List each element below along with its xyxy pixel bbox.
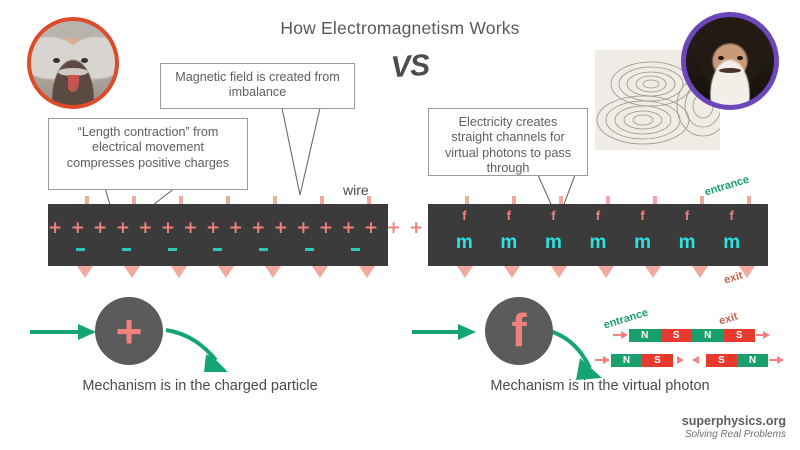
magnet-pole: N (629, 329, 661, 342)
magnet-flow-line (769, 359, 779, 361)
incoming-arrow-head (458, 324, 476, 340)
field-arrow-head (312, 266, 328, 278)
magnet-diagram-group: entrance exit N S N S N S S N (595, 307, 795, 376)
eye-right-shape (737, 55, 744, 60)
field-glyph: f (640, 208, 645, 223)
magnet-flow-arrow-right (621, 331, 628, 339)
magnet-flow-line (756, 334, 764, 336)
vortex-svg (596, 61, 720, 145)
charged-particle-circle: + (95, 297, 163, 365)
field-glyph: f (551, 208, 556, 223)
left-particle-arrows (30, 324, 228, 372)
magnet-pole: S (706, 354, 737, 367)
negative-charge-mark (76, 248, 86, 251)
outgoing-arrow-line (165, 328, 218, 362)
magnet-flow-arrow-right (603, 356, 610, 364)
medium-glyph: m (634, 232, 651, 253)
field-arrow-head (551, 266, 567, 278)
negative-charge-mark (122, 248, 132, 251)
field-arrow-head (504, 266, 520, 278)
wire-entrance-label: entrance (703, 173, 751, 199)
field-arrow-head (265, 266, 281, 278)
page-title: How Electromagnetism Works (280, 18, 520, 38)
virtual-photon-circle: f (485, 297, 553, 365)
particle-glyph: f (511, 304, 527, 357)
magnet-pole: N (692, 329, 724, 342)
footer-site: superphysics.org (681, 414, 786, 428)
field-arrow-head (692, 266, 708, 278)
medium-glyph: m (678, 232, 696, 253)
wire-label: wire (343, 182, 369, 198)
medium-glyph-row: m m m m m m m (428, 232, 768, 254)
field-arrow-head (598, 266, 614, 278)
field-glyph: f (506, 208, 512, 223)
magnet-bar-row2-left: N S (610, 353, 674, 368)
incoming-arrow-head (78, 324, 96, 340)
callout-straight-channels: Electricity creates straight channels fo… (428, 108, 588, 176)
magnet-flow-arrow-right (763, 331, 770, 339)
right-caption: Mechanism is in the virtual photon (490, 378, 710, 394)
field-glyph: f (684, 208, 690, 223)
eye-right-shape (80, 57, 88, 63)
magnet-flow-line (595, 359, 605, 361)
medium-glyph: m (455, 232, 473, 253)
magnet-flow-arrow-right (777, 356, 784, 364)
right-wire-bar: f f f f f f f m m m m m m m (428, 204, 768, 266)
magnet-flow-arrow-left (692, 356, 699, 364)
descartes-portrait (681, 12, 779, 110)
magnet-flow-line (613, 334, 623, 336)
callout-length-contraction: “Length contraction” from electrical mov… (48, 118, 248, 190)
field-arrow-head (77, 266, 93, 278)
negative-charge-row (48, 248, 388, 251)
magnet-bar-row2-right: S N (705, 353, 769, 368)
field-glyph: f (462, 208, 467, 223)
negative-charge-mark (259, 248, 269, 251)
einstein-portrait (27, 17, 119, 109)
medium-glyph: m (500, 232, 518, 253)
left-wire-group: wire + + + + + + + + + + + + + + + + + +… (48, 182, 605, 292)
field-arrow-head (739, 266, 755, 278)
outgoing-arrow-head (576, 358, 602, 380)
field-arrow-head (645, 266, 661, 278)
magnet-pole: N (611, 354, 642, 367)
negative-charge-mark (304, 248, 314, 251)
medium-glyph: m (589, 232, 607, 253)
magnet-bar-row1: N S N S (628, 328, 756, 343)
mustache-shape (58, 68, 88, 77)
right-wire-group: f f f f f f f m m m m m m m entrance exi… (428, 174, 768, 292)
field-glyph: f (729, 208, 734, 223)
field-glyph-row: f f f f f f f (428, 208, 768, 223)
field-arrow-head (171, 266, 187, 278)
magnet-flow-arrow-right (677, 356, 684, 364)
field-arrow-head (218, 266, 234, 278)
positive-charge-row: + + + + + + + + + + + + + + + + + + + + … (48, 218, 605, 238)
magnet-pole: N (737, 354, 768, 367)
eye-left-shape (717, 55, 724, 60)
medium-glyph: m (723, 232, 741, 253)
vs-label: VS (389, 48, 431, 85)
medium-glyph: m (544, 232, 562, 253)
callout-magnetic-field: Magnetic field is created from imbalance (160, 63, 355, 109)
mustache-shape (719, 68, 741, 74)
field-arrow-head (124, 266, 140, 278)
outgoing-arrow-head-fill (204, 354, 228, 372)
field-glyph: f (595, 208, 601, 223)
negative-charge-mark (213, 248, 223, 251)
magnet-pole: S (642, 354, 673, 367)
negative-charge-mark (167, 248, 177, 251)
field-arrow-head (359, 266, 375, 278)
field-arrow-head (457, 266, 473, 278)
negative-charge-mark (350, 248, 360, 251)
magnet-exit-label: exit (717, 310, 740, 328)
eye-left-shape (52, 57, 60, 63)
particle-glyph: + (115, 304, 143, 357)
magnet-pole: S (660, 329, 692, 342)
tongue-shape (68, 74, 79, 91)
magnet-pole: S (723, 329, 755, 342)
left-caption: Mechanism is in the charged particle (82, 378, 318, 394)
footer-tagline: Solving Real Problems (684, 429, 786, 440)
left-wire-bar: + + + + + + + + + + + + + + + + + + + + … (48, 204, 605, 266)
